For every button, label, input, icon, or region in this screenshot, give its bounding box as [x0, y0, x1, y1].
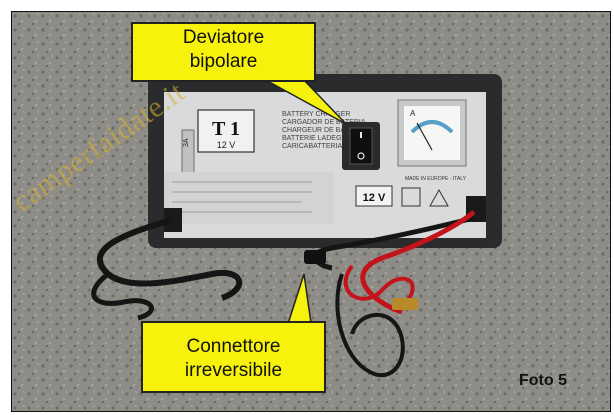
fuse-label: 3A — [183, 138, 190, 147]
callout-top-line-1: Deviatore — [182, 27, 265, 48]
panel-title-line-1: BATTERY CHARGER — [282, 111, 350, 118]
photo-label: Foto 5 — [519, 372, 567, 389]
model-badge — [197, 109, 255, 153]
callout-bipolar-switch: Deviatore bipolare — [131, 22, 316, 82]
model-text: T 1 — [212, 118, 240, 140]
warning-triangle — [429, 188, 449, 207]
instructions-area — [164, 172, 334, 224]
panel-title-line-3: CHARGEUR DE BATTERIE — [282, 127, 370, 134]
charger-photo: T 1 12 V 3A BATTERY CHARGER CARGADOR DE … — [12, 12, 610, 411]
model-voltage-text: 12 V — [217, 140, 236, 150]
callout-bottom-line-1: Connettore — [186, 336, 281, 357]
red-cable-coil — [343, 264, 415, 302]
origin-text: MADE IN EUROPE - ITALY — [405, 176, 467, 182]
panel-title-line-4: BATTERIE LADEGERAT — [282, 135, 360, 142]
output-voltage-text: 12 V — [363, 192, 386, 204]
output-voltage-badge — [355, 185, 393, 207]
panel-title-line-5: CARICABATTERIA — [282, 143, 342, 150]
switch-mark-on — [360, 132, 362, 138]
approval-mark-1 — [401, 187, 421, 207]
callout-bottom-line-2: irreversibile — [184, 360, 283, 381]
crocodile-clip — [392, 298, 418, 310]
battery-charger: T 1 12 V 3A BATTERY CHARGER CARGADOR DE … — [148, 74, 502, 248]
cables — [91, 210, 476, 378]
ammeter-scale — [410, 120, 454, 134]
switch-rocker — [349, 127, 373, 165]
cable-entry-left — [164, 208, 182, 232]
callout-top-line-2: bipolare — [189, 51, 258, 72]
reversible-connector — [304, 250, 326, 264]
switch-mark-off — [357, 152, 365, 160]
panel-title-line-2: CARGADOR DE BATERIA — [282, 119, 366, 126]
ammeter-letter: A — [410, 109, 416, 118]
callout-connector: Connettore irreversibile — [141, 321, 326, 393]
panel-title: BATTERY CHARGER CARGADOR DE BATERIA CHAR… — [282, 111, 370, 150]
mains-cable-coil — [91, 272, 154, 321]
fuse-holder — [181, 129, 195, 175]
mains-cable — [97, 217, 243, 301]
ammeter-needle — [416, 122, 433, 151]
black-cable-coil — [335, 273, 405, 378]
red-cable — [360, 210, 476, 315]
